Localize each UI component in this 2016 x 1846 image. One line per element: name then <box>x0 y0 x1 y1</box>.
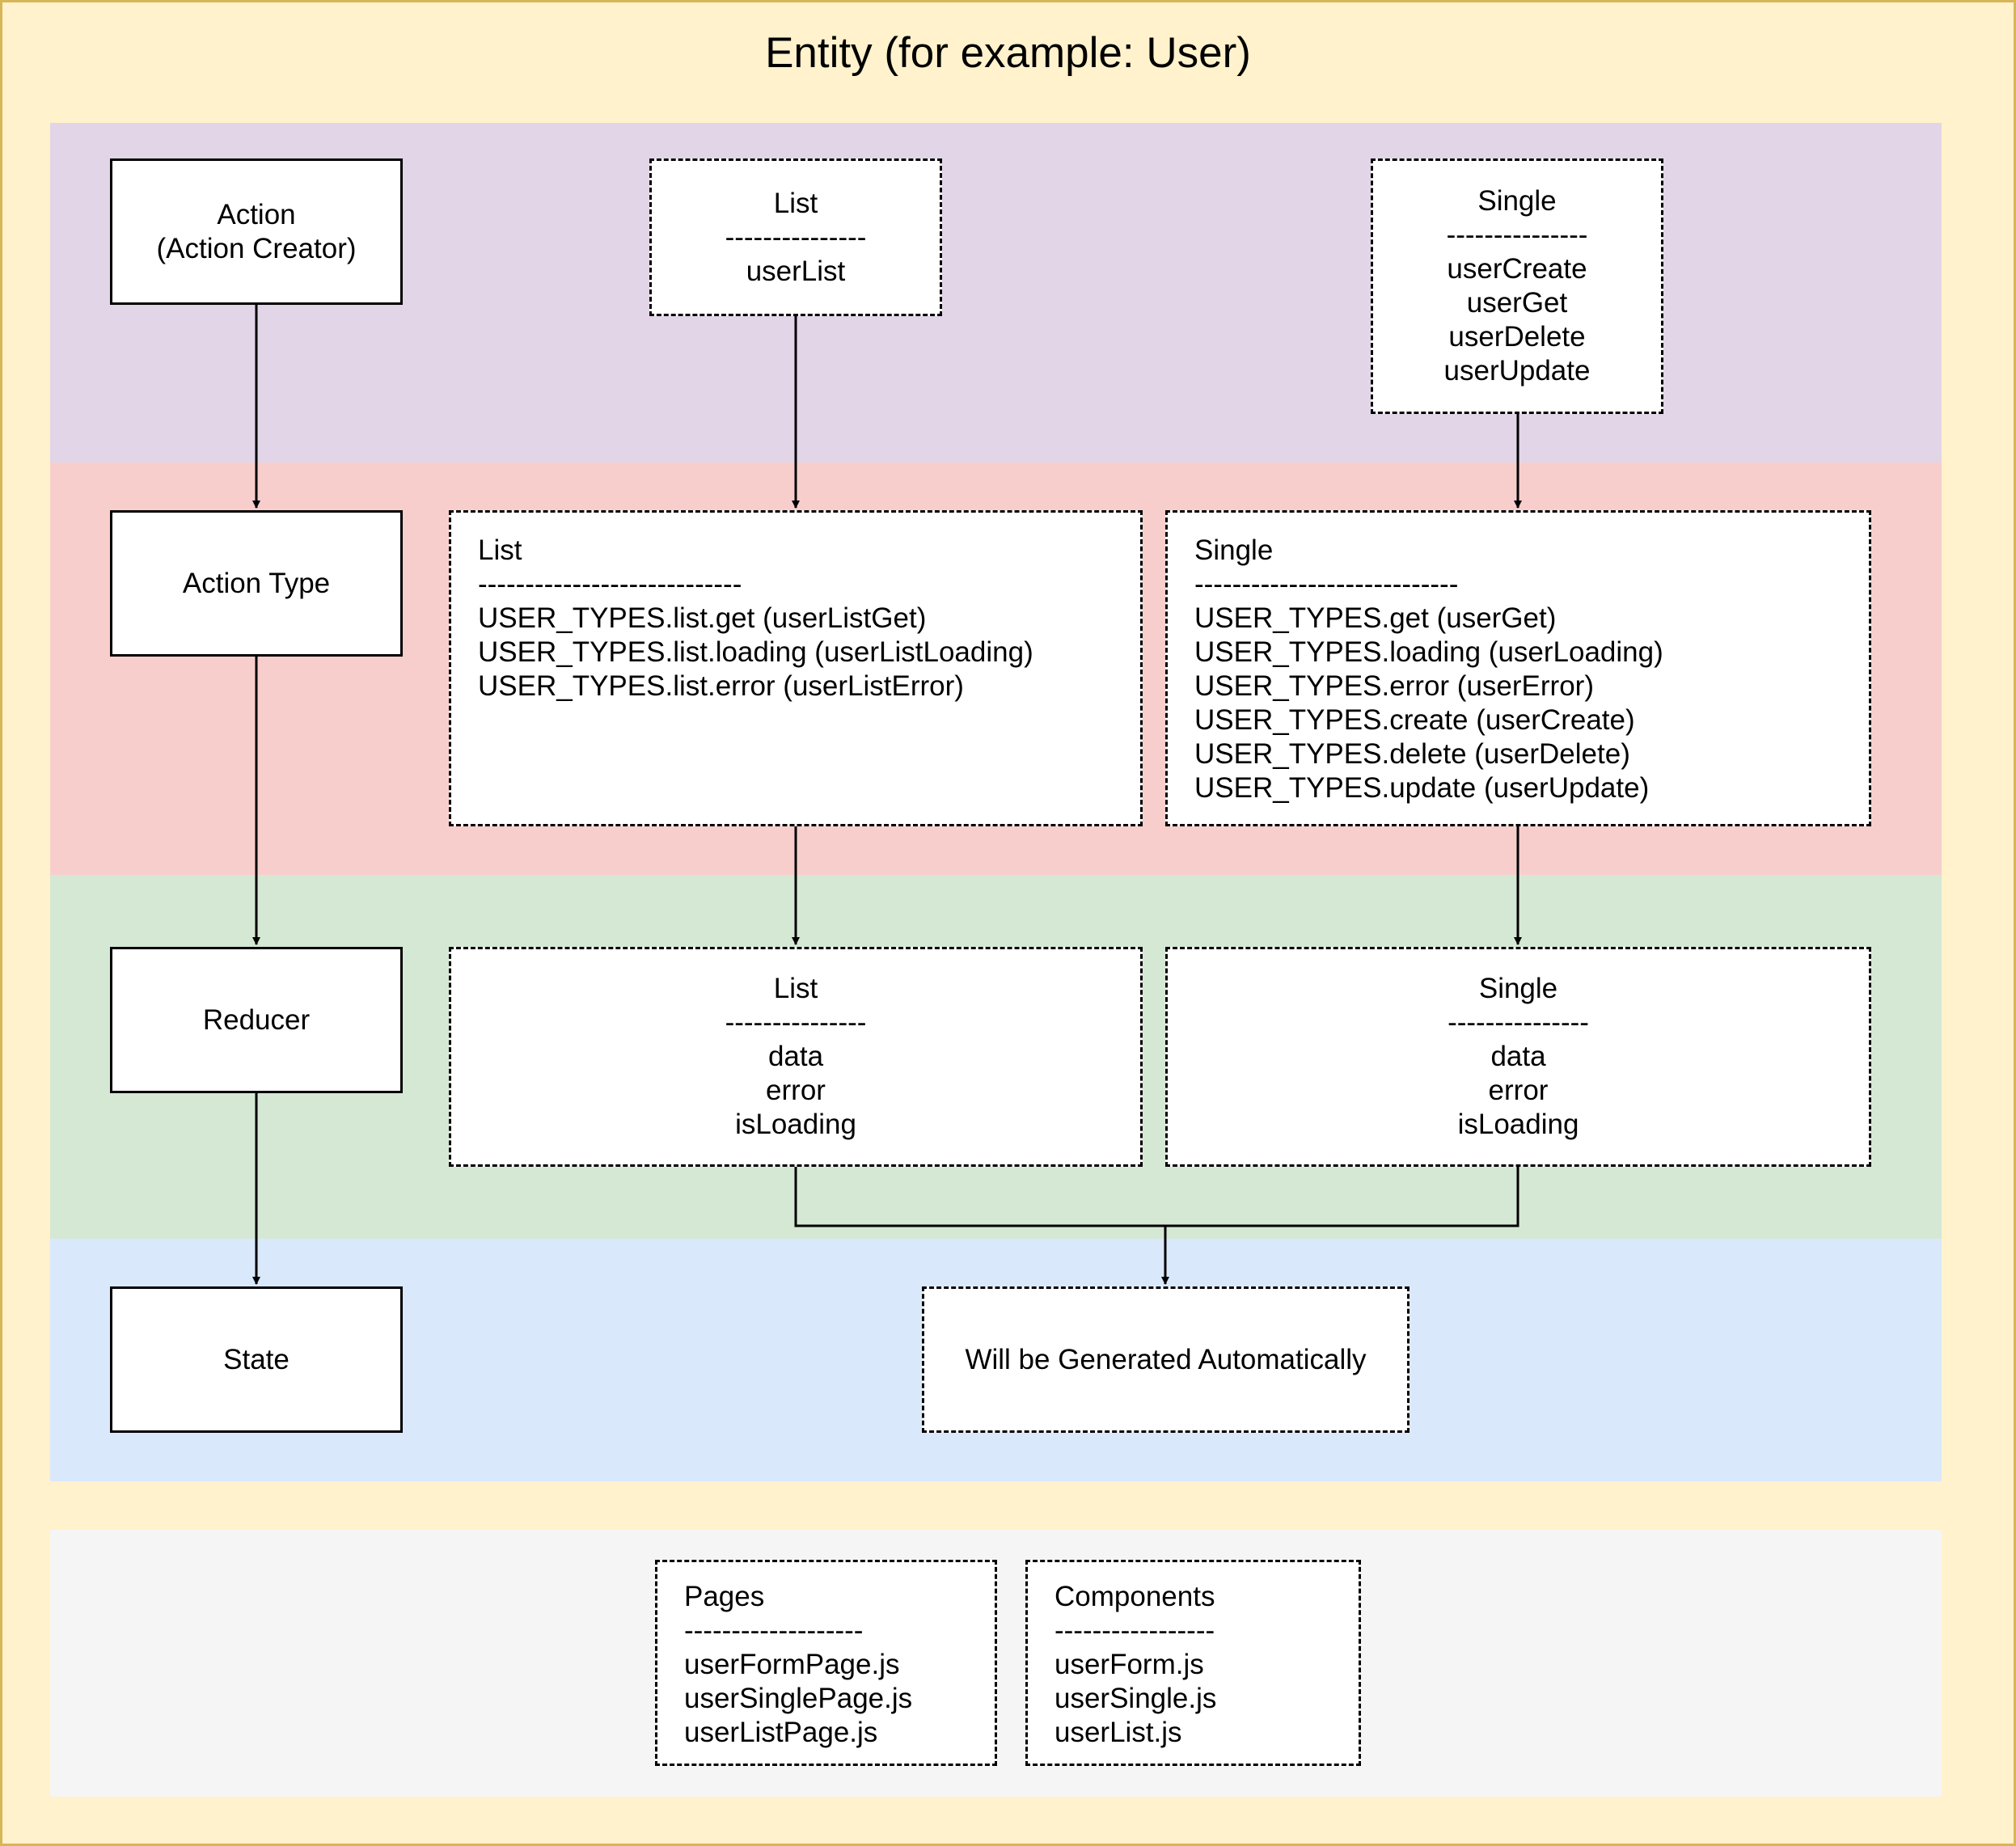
reducer-box: Reducer <box>110 947 403 1093</box>
box-line: userSinglePage.js <box>684 1683 913 1714</box>
box-line: USER_TYPES.list.get (userListGet) <box>478 602 927 634</box>
state-label: State <box>223 1343 290 1375</box>
box-line: USER_TYPES.update (userUpdate) <box>1194 772 1650 804</box>
box-line: data <box>767 1041 824 1072</box>
box-line: userList <box>746 255 846 287</box>
box-line: userForm.js <box>1054 1649 1204 1680</box>
box-line: userCreate <box>1447 253 1587 285</box>
diagram-title: Entity (for example: User) <box>765 29 1251 77</box>
box-line: USER_TYPES.list.error (userListError) <box>478 670 964 702</box>
box-line: error <box>1488 1075 1549 1106</box>
box-line: userSingle.js <box>1054 1683 1217 1714</box>
box-line: ----------------- <box>1054 1615 1215 1646</box>
box-line: data <box>1490 1041 1546 1072</box>
box-line: ---------------------------- <box>1194 568 1459 600</box>
box-line: --------------- <box>725 221 867 253</box>
connector-reducer-single-to-generated <box>1165 1167 1519 1227</box>
box-line: USER_TYPES.delete (userDelete) <box>1194 738 1630 770</box>
box-line: Pages <box>684 1581 765 1612</box>
box-line: List <box>773 973 818 1004</box>
pages-box: Pages ------------------- userFormPage.j… <box>655 1560 997 1766</box>
action-type-box: Action Type <box>110 510 403 657</box>
box-line: userUpdate <box>1443 355 1591 387</box>
action-type-single-box: Single ---------------------------- USER… <box>1165 510 1871 826</box>
generated-automatically-box: Will be Generated Automatically <box>922 1286 1410 1433</box>
box-line: USER_TYPES.get (userGet) <box>1194 602 1557 634</box>
box-line: Components <box>1054 1581 1215 1612</box>
reducer-list-box: List --------------- data error isLoadin… <box>449 947 1143 1167</box>
box-line: List <box>478 534 522 566</box>
box-line: --------------- <box>1446 219 1588 251</box>
box-line: userList.js <box>1054 1717 1182 1748</box>
box-line: ------------------- <box>684 1615 864 1646</box>
box-line: userListPage.js <box>684 1717 878 1748</box>
components-box: Components ----------------- userForm.js… <box>1025 1560 1361 1766</box>
box-line: USER_TYPES.error (userError) <box>1194 670 1594 702</box>
box-line: ---------------------------- <box>478 568 742 600</box>
box-line: error <box>766 1075 826 1106</box>
box-line: Single <box>1478 973 1558 1004</box>
action-box-line: (Action Creator) <box>156 232 357 264</box>
box-line: userDelete <box>1448 321 1586 353</box>
box-line: --------------- <box>725 1007 867 1038</box>
box-line: USER_TYPES.list.loading (userListLoading… <box>478 636 1033 668</box>
reducer-single-box: Single --------------- data error isLoad… <box>1165 947 1871 1167</box>
box-line: Single <box>1194 534 1274 566</box>
generated-automatically-label: Will be Generated Automatically <box>965 1343 1367 1375</box>
box-line: --------------- <box>1448 1007 1589 1038</box>
box-line: List <box>773 187 818 219</box>
action-single-box: Single --------------- userCreate userGe… <box>1371 158 1663 414</box>
action-list-box: List --------------- userList <box>649 158 942 316</box>
action-box: Action (Action Creator) <box>110 158 403 305</box>
box-line: isLoading <box>735 1109 856 1140</box>
reducer-label: Reducer <box>202 1003 311 1036</box>
box-line: USER_TYPES.create (userCreate) <box>1194 704 1635 736</box>
connector-reducer-list-to-generated <box>794 1167 1165 1227</box>
action-box-line: Action <box>217 198 296 230</box>
action-type-list-box: List ---------------------------- USER_T… <box>449 510 1143 826</box>
box-line: Single <box>1477 185 1557 217</box>
box-line: userGet <box>1466 287 1568 319</box>
box-line: USER_TYPES.loading (userLoading) <box>1194 636 1663 668</box>
action-type-label: Action Type <box>182 567 331 599</box>
box-line: isLoading <box>1457 1109 1579 1140</box>
box-line: userFormPage.js <box>684 1649 900 1680</box>
state-box: State <box>110 1286 403 1433</box>
